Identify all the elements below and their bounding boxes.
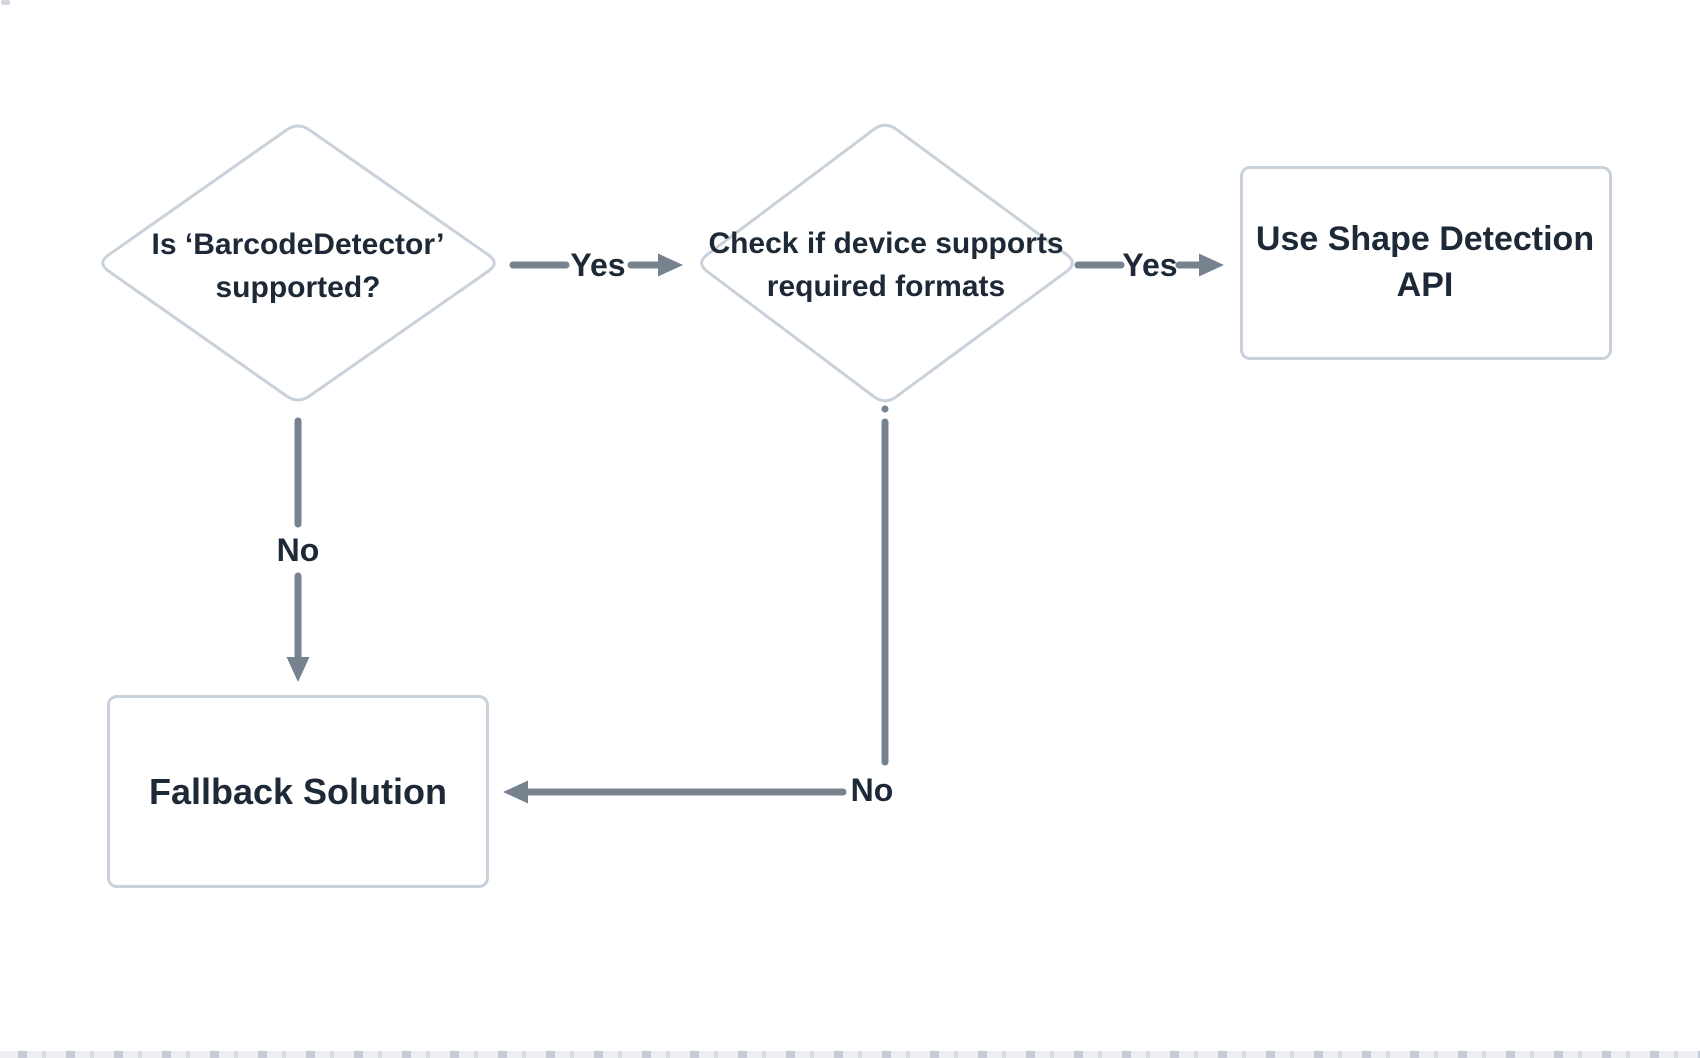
decision-formats-label-line1: Check if device supports [708, 227, 1064, 260]
connector-dot [881, 405, 889, 413]
edge-label-no-1: No [276, 532, 320, 568]
process-box-fallback-solution [107, 695, 489, 888]
edge-barcode-to-formats [509, 253, 683, 277]
edge-label-yes-2: Yes [1122, 247, 1178, 283]
arrowhead-right-icon [1199, 253, 1224, 277]
decision-diamond-formats [700, 123, 1074, 403]
decision-barcode-label: Is ‘BarcodeDetector’ supported? [152, 223, 445, 309]
bottom-edge-artifact-strip [0, 1051, 1700, 1058]
edge-formats-to-api [1074, 253, 1224, 277]
decision-formats-label-line2: required formats [766, 270, 1006, 303]
edge-label-no-2: No [850, 772, 894, 808]
process-use-api-label: Use Shape Detection API [1256, 216, 1594, 308]
decision-barcode-label-line2: supported? [215, 271, 381, 304]
top-left-artifact [1, 0, 10, 5]
process-use-api-label-line1: Use Shape Detection [1255, 220, 1595, 258]
decision-diamond-barcode [101, 124, 496, 402]
decision-barcode-label-line1: Is ‘BarcodeDetector’ [151, 228, 445, 261]
decision-formats-label: Check if device supports required format… [708, 222, 1063, 308]
process-fallback-label: Fallback Solution [148, 771, 448, 812]
arrowhead-left-icon [503, 780, 528, 804]
process-use-api-label-line2: API [1396, 266, 1454, 304]
edge-barcode-to-fallback [286, 417, 310, 682]
edge-label-yes-1: Yes [570, 247, 626, 283]
arrowhead-right-icon [658, 253, 683, 277]
edge-formats-to-fallback [503, 405, 889, 804]
arrowhead-down-icon [286, 657, 310, 682]
process-box-use-shape-detection-api [1240, 166, 1612, 360]
